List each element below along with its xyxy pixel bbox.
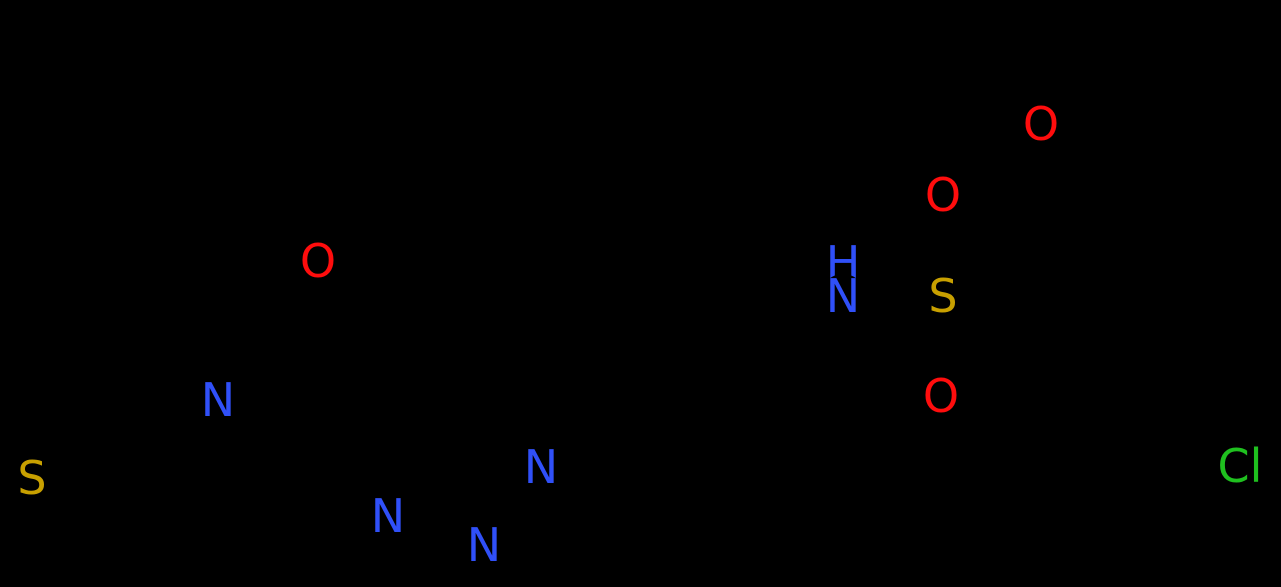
bond-b18 [789, 437, 885, 503]
bond-b34 [484, 282, 603, 313]
atom-label-halo-O-sulfonyl-lower [919, 374, 963, 418]
atom-label-halo-S-sulfonyl [921, 274, 965, 318]
bond-b9 [383, 358, 396, 487]
bond-b36 [813, 283, 885, 443]
atom-label-halo-H-sulfonamide [821, 241, 865, 285]
bond-b23 [972, 229, 1047, 299]
bond-b16 [673, 444, 795, 503]
bond-b29 [1157, 396, 1211, 455]
bond-b4 [115, 538, 215, 556]
atom-label-halo-Cl-aryl [1210, 436, 1270, 496]
bond-b13 [484, 307, 544, 438]
bond-b26 [1070, 61, 1181, 127]
bond-inner-b3 [106, 409, 178, 424]
atom-label-Cl-aryl: Cl [1218, 439, 1263, 493]
atom-label-halo-N-triazole-1 [519, 445, 563, 489]
atom-label-halo-N-sulfonamide [821, 274, 865, 318]
atom-label-N-triazole-1: N [524, 440, 558, 494]
atom-label-halo-O-methoxy [1019, 102, 1063, 146]
bond-inner-b15 [665, 349, 689, 433]
bond-b8 [290, 337, 396, 364]
bond-b5 [209, 429, 221, 544]
atom-label-halo-N-triazole-3 [462, 523, 506, 567]
atom-label-O-sulfonyl-lower: O [923, 369, 959, 423]
bond-inner-b2 [48, 477, 117, 538]
atom-label-O-sulfonyl-upper: O [925, 168, 961, 222]
bond-b15 [673, 337, 703, 450]
bond-inner-b24 [1039, 161, 1056, 223]
atom-label-N-triazole-2: N [371, 489, 405, 543]
bond-b28 [1143, 284, 1163, 402]
bond-b10 [390, 307, 490, 364]
bond-inner-b7 [303, 301, 328, 342]
atom-label-halo-N-triazole-2 [366, 494, 410, 538]
bond-inner-b11 [410, 550, 453, 568]
atom-label-halo-O-carbonyl [296, 239, 340, 283]
bond-double-b22 [932, 324, 941, 367]
bond-b12 [503, 495, 538, 538]
bond-b31 [1037, 467, 1080, 563]
bond-double-b22 [943, 325, 952, 368]
atom-label-halo-O-sulfonyl-upper [921, 173, 965, 217]
bond-b32 [92, 408, 121, 556]
atom-label-N-amide: N [201, 373, 235, 427]
bond-b7 [290, 290, 321, 343]
bond-b3 [92, 397, 189, 414]
bond-inner-b28 [1134, 301, 1151, 388]
bond-b35 [597, 282, 679, 450]
bond-b30 [1074, 396, 1163, 473]
bond-b11 [406, 538, 463, 559]
bond-layer [29, 61, 1211, 568]
atom-label-O-methoxy: O [1023, 97, 1059, 151]
bond-b24 [1027, 153, 1047, 235]
atom-label-S-thiophene: S [17, 451, 46, 505]
atom-label-N-sulfonamide: N [826, 269, 860, 323]
atom-label-S-sulfonyl: S [928, 269, 957, 323]
bond-inner-b31 [1052, 483, 1085, 555]
atom-label-N-triazole-3: N [467, 518, 501, 572]
bond-b17 [697, 283, 819, 343]
atom-label-halo-S-thiophene [10, 456, 54, 500]
atom-label-halo-N-amide [196, 378, 240, 422]
bond-inner-b10 [397, 304, 472, 348]
bond-b27 [1041, 229, 1149, 290]
atom-label-O-carbonyl: O [300, 234, 336, 288]
bond-inner-b18 [807, 454, 879, 504]
bond-b14 [570, 444, 679, 470]
